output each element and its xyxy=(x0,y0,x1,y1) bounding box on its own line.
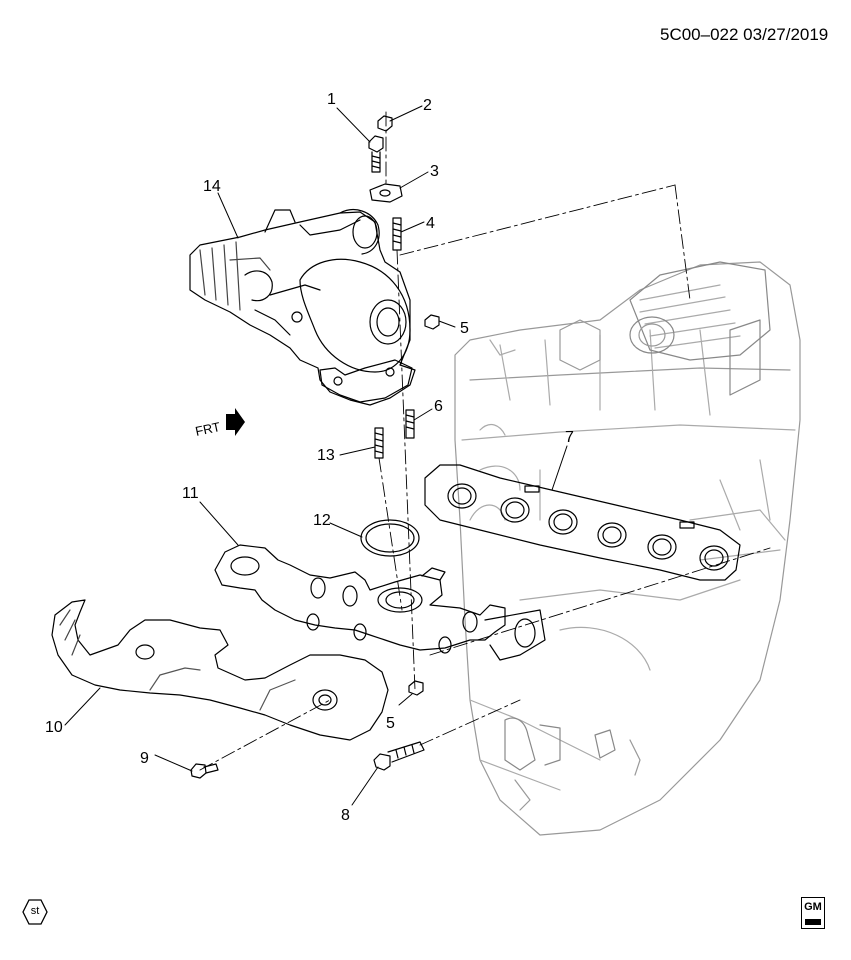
st-badge-icon xyxy=(22,899,48,925)
callout-3: 3 xyxy=(430,163,439,180)
callout-7: 7 xyxy=(565,429,574,446)
turbo-gasket-ring xyxy=(360,519,420,557)
assembly-lines xyxy=(199,111,771,771)
callout-14: 14 xyxy=(203,178,221,195)
gm-logo-text: GM xyxy=(804,901,822,913)
callout-4: 4 xyxy=(426,215,435,232)
callout-6: 6 xyxy=(434,398,443,415)
callout-5-upper: 5 xyxy=(460,320,469,337)
st-badge-label: st xyxy=(30,905,40,917)
exhaust-manifold xyxy=(214,544,546,661)
turbocharger xyxy=(189,209,416,406)
callout-10: 10 xyxy=(45,719,63,736)
callout-8: 8 xyxy=(341,807,350,824)
callout-12: 12 xyxy=(313,512,331,529)
fasteners xyxy=(190,115,440,779)
front-arrow-icon xyxy=(226,408,245,436)
heat-shield xyxy=(51,599,389,741)
leader-lines xyxy=(64,105,568,806)
manifold-gasket xyxy=(424,464,741,581)
gm-logo-icon: GM xyxy=(801,897,825,929)
callout-13: 13 xyxy=(317,447,335,464)
diagram-reference: 5C00–022 03/27/2019 xyxy=(660,25,829,44)
callout-1: 1 xyxy=(327,91,336,108)
callout-2: 2 xyxy=(423,97,432,114)
callout-11: 11 xyxy=(182,485,199,502)
front-indicator-label: FRT xyxy=(194,419,222,439)
engine-block xyxy=(454,261,801,836)
callout-9: 9 xyxy=(140,750,149,767)
callout-5-lower: 5 xyxy=(386,715,395,732)
